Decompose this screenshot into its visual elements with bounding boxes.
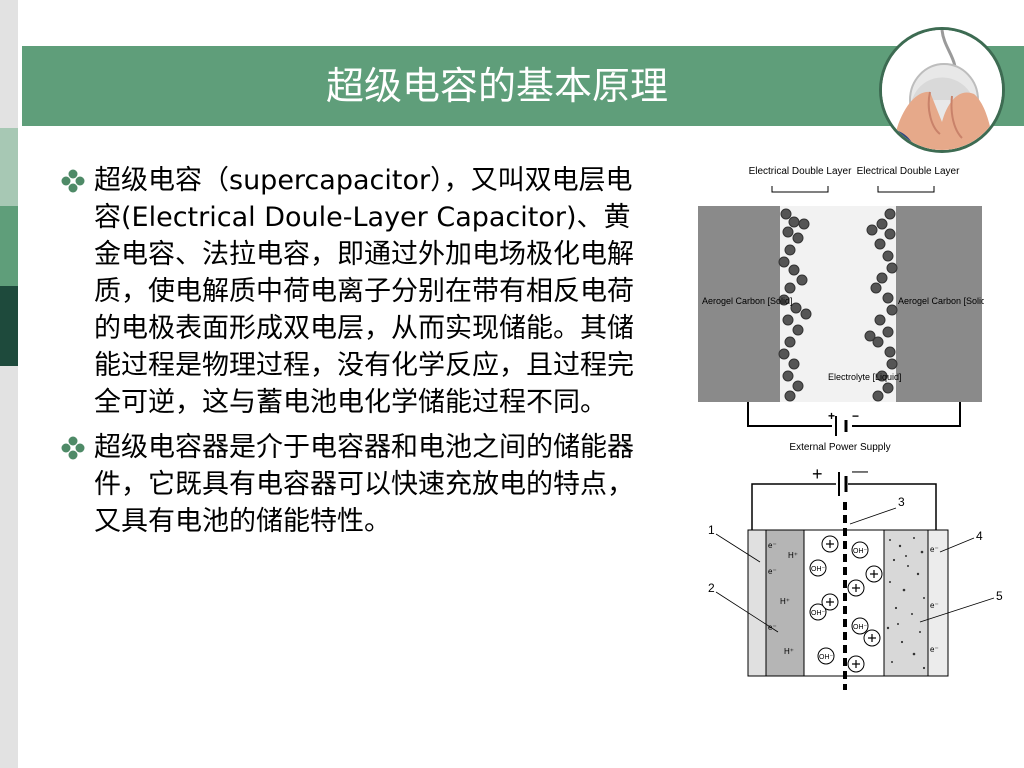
electrode-left: [765, 529, 805, 677]
left-particles: [778, 208, 812, 402]
hydrogen-label: H⁺: [788, 551, 798, 560]
minus-sign: −: [852, 409, 859, 423]
edl-bracket-left: [771, 186, 829, 193]
hydroxide-label: OH⁻: [853, 548, 868, 555]
electron-label: e⁻: [930, 601, 939, 610]
edl-label-right: Electrical Double Layer: [857, 166, 960, 177]
side-bar-segment: [0, 286, 18, 366]
bullet-item: 超级电容（supercapacitor），又叫双电层电容(Electrical …: [60, 162, 645, 421]
collector-left: [747, 529, 767, 677]
callout-number: 5: [996, 589, 1003, 603]
right-electrode: [896, 206, 982, 402]
wire-left: [747, 402, 832, 427]
electron-label: e⁻: [768, 623, 777, 632]
schematic-minus: —: [852, 463, 868, 480]
electron-label: e⁻: [930, 645, 939, 654]
callout-number: 2: [708, 581, 715, 595]
mouse-hand-photo-drawing: [882, 30, 1002, 150]
left-electrode: [698, 206, 780, 402]
power-supply-label: External Power Supply: [789, 442, 890, 453]
electron-label: e⁻: [930, 545, 939, 554]
schematic-plus: +: [812, 464, 823, 484]
bullet-list: 超级电容（supercapacitor），又叫双电层电容(Electrical …: [60, 162, 645, 548]
ion-signs: [826, 540, 878, 668]
bullet-text: 超级电容（supercapacitor），又叫双电层电容(Electrical …: [94, 165, 634, 418]
bullet-item: 超级电容器是介于电容器和电池之间的储能器件，它既具有电容器可以快速充放电的特点，…: [60, 429, 645, 540]
collector-right: [927, 529, 949, 677]
right-particles: [864, 208, 898, 402]
right-electrode-label: Aerogel Carbon [Solid]: [898, 296, 984, 306]
hydroxide-label: OH⁻: [811, 566, 826, 573]
edl-label-left: Electrical Double Layer: [749, 166, 852, 177]
left-electrode-label: Aerogel Carbon [Solid]: [702, 296, 793, 306]
side-bar-segment: [0, 128, 18, 206]
callout-number: 3: [898, 495, 905, 509]
electrode-right-texture: [886, 537, 926, 670]
electron-label: e⁻: [768, 541, 777, 550]
side-bar-segment: [0, 366, 18, 768]
diamond-bullet-icon: [61, 436, 85, 460]
hydroxide-label: OH⁻: [853, 624, 868, 631]
hydrogen-label: H⁺: [780, 597, 790, 606]
electron-label: e⁻: [768, 567, 777, 576]
callout-lines: [715, 507, 995, 633]
bullet-text: 超级电容器是介于电容器和电池之间的储能器件，它既具有电容器可以快速充放电的特点，…: [94, 432, 634, 537]
side-bar: [0, 0, 18, 768]
supercapacitor-schematic: + — OH⁻ OH⁻ OH⁻ OH⁻ OH⁻: [708, 463, 1003, 690]
mouse-hand-photo: [882, 30, 1002, 150]
side-bar-segment: [0, 0, 18, 128]
callout-number: 1: [708, 523, 715, 537]
hydroxide-label: OH⁻: [819, 654, 834, 661]
slide-title: 超级电容的基本原理: [325, 64, 668, 108]
double-layer-figure: Electrical Double Layer Electrical Doubl…: [698, 166, 984, 453]
callout-number: 4: [976, 529, 983, 543]
edl-bracket-right: [877, 186, 935, 193]
plus-sign: +: [828, 409, 835, 423]
title-band: [22, 46, 1024, 126]
side-bar-segment: [0, 206, 18, 286]
diamond-bullet-icon: [61, 169, 85, 193]
hydroxide-label: OH⁻: [811, 610, 826, 617]
wire-right: [852, 402, 961, 427]
hydrogen-label: H⁺: [784, 647, 794, 656]
schematic-wire-left: [751, 483, 836, 532]
schematic-wire-right: [848, 483, 937, 532]
electrode-right: [883, 529, 929, 677]
electrolyte-label: Electrolyte [Liquid]: [828, 372, 902, 382]
